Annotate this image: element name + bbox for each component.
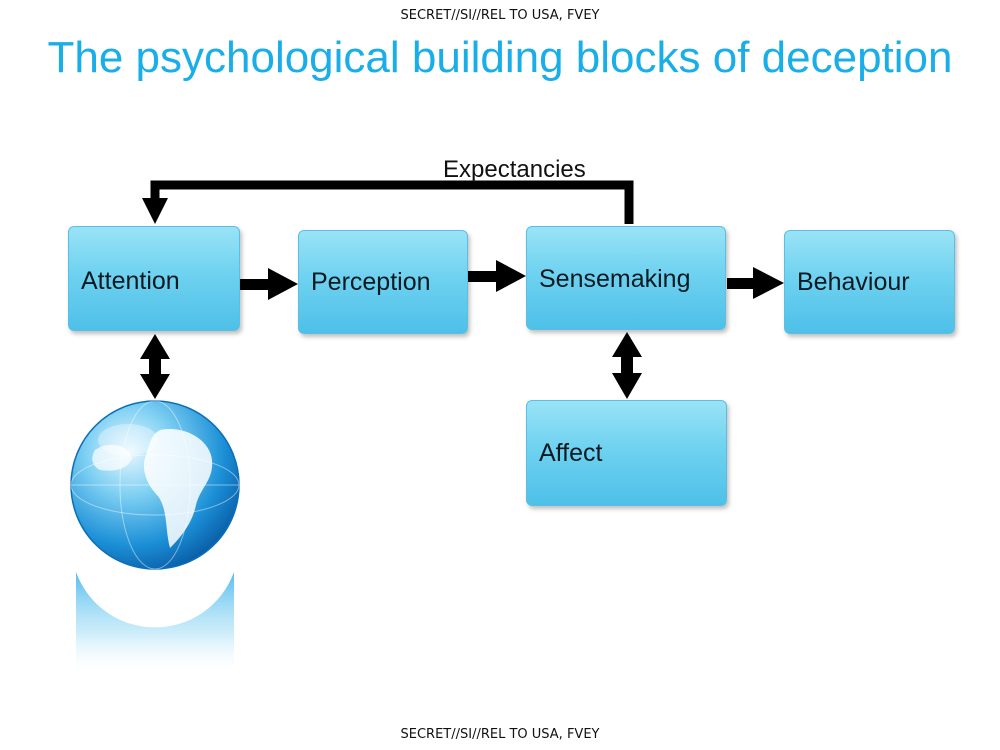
node-attention-label: Attention [81, 267, 180, 295]
arrow-attention-to-perception [240, 268, 298, 300]
globe-icon [70, 400, 240, 676]
node-behaviour-label: Behaviour [797, 267, 910, 296]
node-attention: Attention [68, 226, 240, 331]
classification-banner-top: SECRET//SI//REL TO USA, FVEY [400, 8, 600, 23]
node-perception: Perception [298, 230, 468, 334]
node-sensemaking-label: Sensemaking [539, 265, 691, 293]
node-affect: Affect [526, 400, 727, 506]
expectancies-label: Expectancies [443, 156, 586, 183]
node-behaviour: Behaviour [784, 230, 955, 334]
classification-banner-bottom: SECRET//SI//REL TO USA, FVEY [400, 727, 600, 742]
node-perception-label: Perception [311, 267, 431, 296]
double-arrow-attention-world [140, 334, 170, 399]
expectancies-feedback-arrow [142, 180, 634, 224]
node-sensemaking: Sensemaking [526, 226, 726, 330]
arrow-perception-to-sensemaking [468, 260, 526, 292]
node-affect-label: Affect [539, 438, 603, 467]
double-arrow-sensemaking-affect [612, 332, 642, 399]
arrow-sensemaking-to-behaviour [727, 267, 784, 299]
slide-title: The psychological building blocks of dec… [47, 33, 953, 82]
